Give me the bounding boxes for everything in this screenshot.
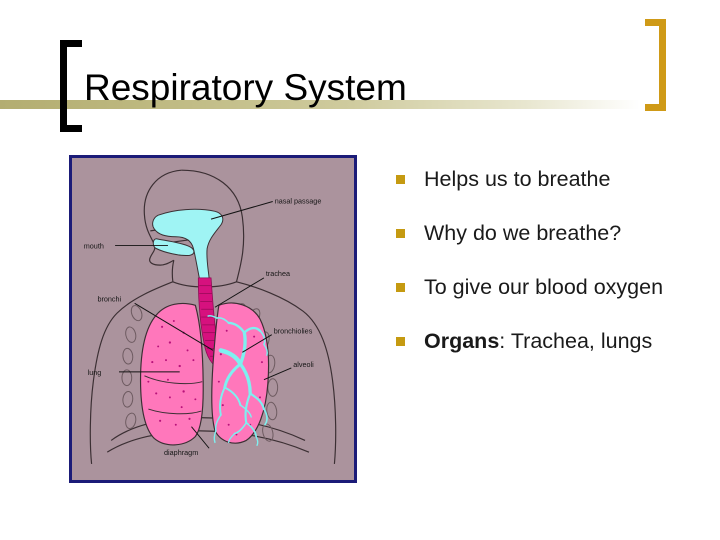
bullet-text-4-rest: : Trachea, lungs xyxy=(499,329,653,353)
figure-label-mouth: mouth xyxy=(84,242,104,251)
bullet-item-1: Helps us to breathe xyxy=(396,166,696,193)
bullet-square-icon xyxy=(396,337,405,346)
figure-label-lung: lung xyxy=(88,368,102,377)
bullet-text-4-emphasis: Organs xyxy=(424,329,500,353)
bullet-text-2: Why do we breathe? xyxy=(424,221,622,245)
bullet-text-1: Helps us to breathe xyxy=(424,167,611,191)
respiratory-diagram-svg: nasal passage mouth trachea bronchi bron… xyxy=(72,158,354,480)
left-bracket-decoration xyxy=(60,40,82,132)
right-bracket-decoration xyxy=(645,19,666,111)
bullet-list: Helps us to breathe Why do we breathe? T… xyxy=(396,166,696,355)
left-lung-group xyxy=(139,302,204,446)
title-underline-rule xyxy=(0,100,640,109)
right-lung-group xyxy=(211,302,270,444)
bullet-item-2: Why do we breathe? xyxy=(396,220,696,247)
label-leader-lines xyxy=(115,201,292,449)
figure-label-alveoli: alveoli xyxy=(293,360,314,369)
slide-title-area: Respiratory System xyxy=(0,0,720,140)
respiratory-system-image: nasal passage mouth trachea bronchi bron… xyxy=(69,155,357,483)
figure-label-trachea: trachea xyxy=(266,269,291,278)
bullet-text-3: To give our blood oxygen xyxy=(424,275,664,299)
figure-label-diaphragm: diaphragm xyxy=(164,448,198,457)
bronchial-tree-group xyxy=(207,314,268,446)
figure-label-nasal-passage: nasal passage xyxy=(275,196,322,205)
page-title: Respiratory System xyxy=(84,67,407,108)
figure-label-bronchioles: bronchiolies xyxy=(274,327,313,336)
bullet-square-icon xyxy=(396,175,405,184)
bullet-item-3: To give our blood oxygen xyxy=(396,274,696,301)
figure-label-bronchi: bronchi xyxy=(97,294,121,303)
bullet-square-icon xyxy=(396,229,405,238)
bullet-item-4: Organs: Trachea, lungs xyxy=(396,328,696,355)
bullet-square-icon xyxy=(396,283,405,292)
